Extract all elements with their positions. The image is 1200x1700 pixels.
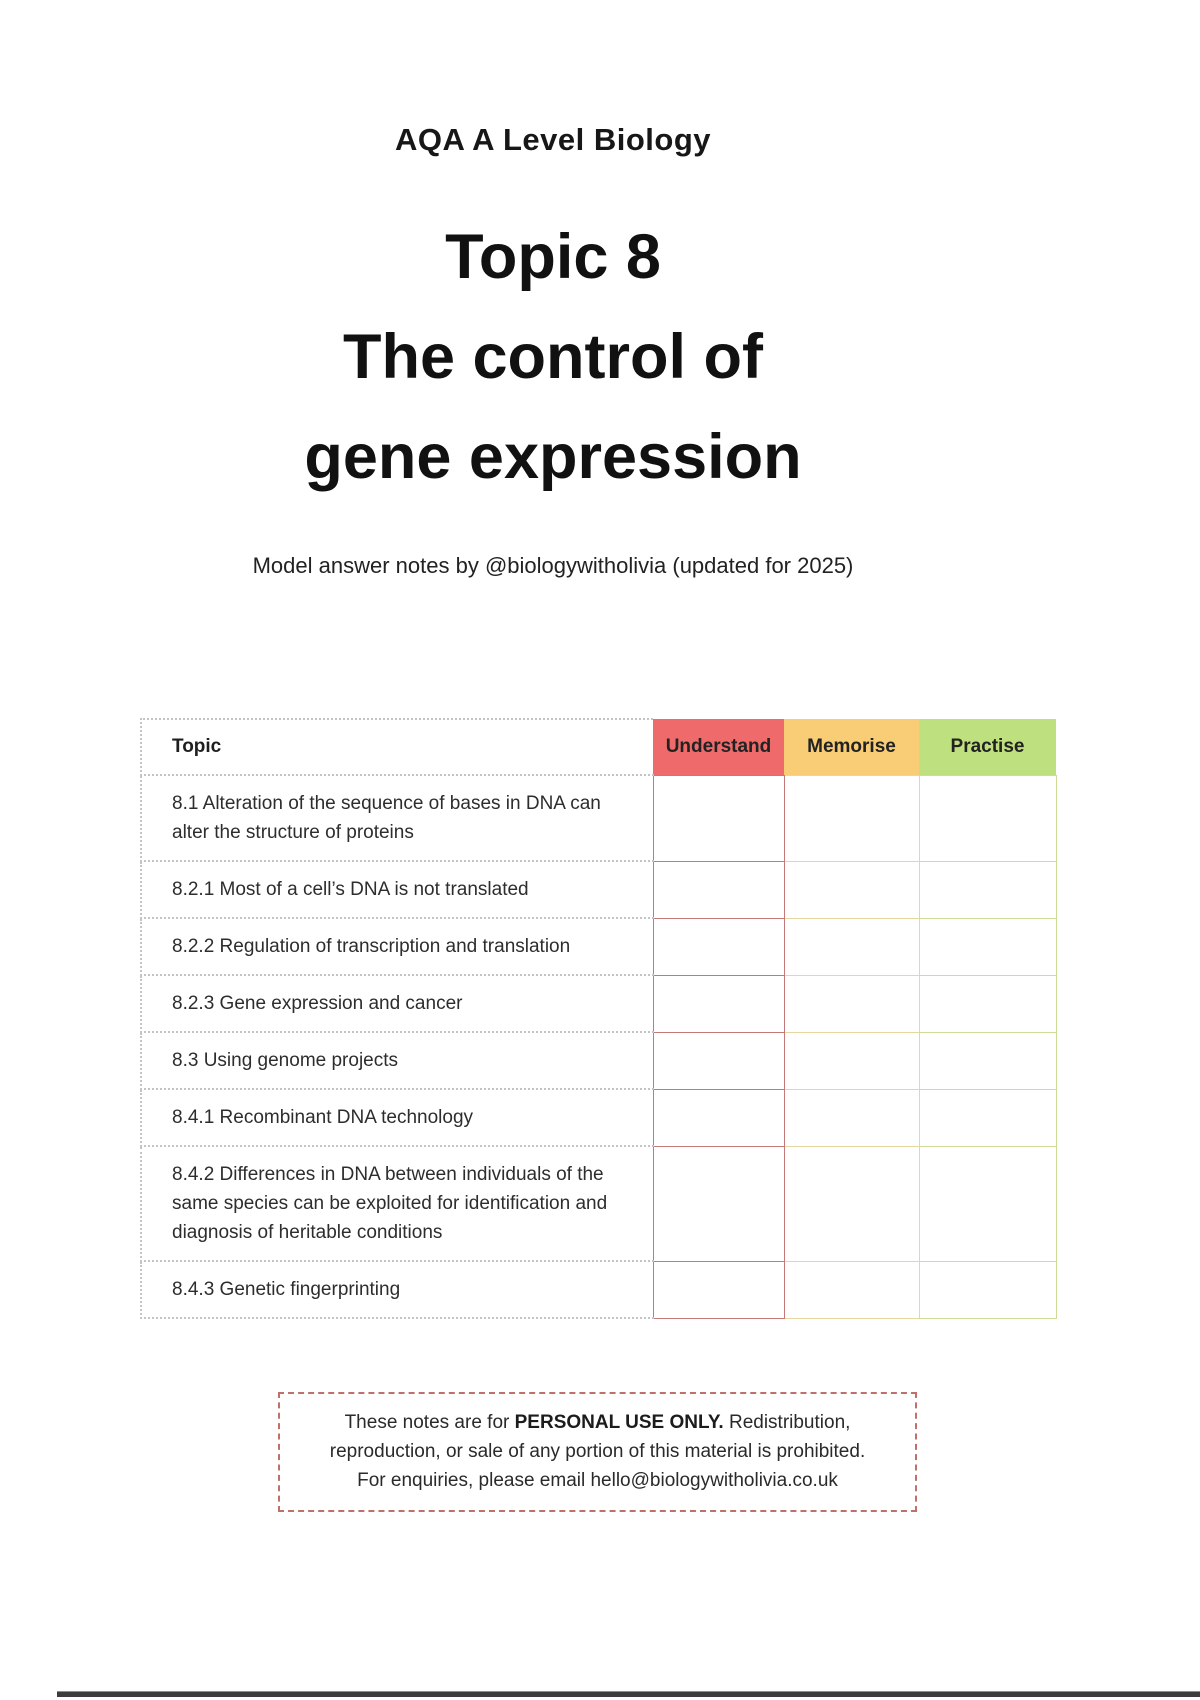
notice-text: These notes are for bbox=[344, 1412, 515, 1433]
practise-tick-cell[interactable] bbox=[918, 774, 1057, 862]
understand-tick-cell[interactable] bbox=[652, 1145, 785, 1262]
table-row: 8.2.3 Gene expression and cancer bbox=[140, 974, 1057, 1033]
topic-cell: 8.4.1 Recombinant DNA technology bbox=[140, 1089, 653, 1147]
understand-tick-cell[interactable] bbox=[652, 1260, 785, 1319]
memorise-tick-cell[interactable] bbox=[783, 1145, 920, 1262]
practise-tick-cell[interactable] bbox=[918, 1145, 1057, 1262]
practise-tick-cell[interactable] bbox=[918, 1260, 1057, 1319]
memorise-column-header: Memorise bbox=[784, 719, 919, 775]
notice-text: Redistribution, bbox=[723, 1412, 851, 1433]
memorise-tick-cell[interactable] bbox=[783, 917, 920, 976]
notice-text: reproduction, or sale of any portion of … bbox=[329, 1441, 866, 1462]
table-row: 8.3 Using genome projects bbox=[140, 1031, 1057, 1090]
memorise-tick-cell[interactable] bbox=[783, 1031, 920, 1090]
understand-tick-cell[interactable] bbox=[652, 917, 785, 976]
table-row: 8.4.1 Recombinant DNA technology bbox=[140, 1088, 1057, 1147]
practise-column-header: Practise bbox=[919, 719, 1056, 775]
topic-cell: 8.4.3 Genetic fingerprinting bbox=[140, 1261, 653, 1319]
table-row: 8.1 Alteration of the sequence of bases … bbox=[140, 774, 1057, 862]
practise-tick-cell[interactable] bbox=[918, 974, 1057, 1033]
usage-notice: These notes are for PERSONAL USE ONLY. R… bbox=[278, 1392, 917, 1512]
understand-tick-cell[interactable] bbox=[652, 1088, 785, 1147]
topic-checklist: Topic Understand Memorise Practise 8.1 A… bbox=[140, 718, 1057, 1319]
topic-cell: 8.2.3 Gene expression and cancer bbox=[140, 975, 653, 1033]
table-row: 8.4.2 Differences in DNA between individ… bbox=[140, 1145, 1057, 1262]
memorise-tick-cell[interactable] bbox=[783, 1088, 920, 1147]
table-row: 8.2.2 Regulation of transcription and tr… bbox=[140, 917, 1057, 976]
checklist-table: Topic Understand Memorise Practise 8.1 A… bbox=[140, 718, 1057, 1319]
topic-cell: 8.2.1 Most of a cell’s DNA is not transl… bbox=[140, 861, 653, 919]
topic-column-header: Topic bbox=[140, 718, 653, 776]
notice-contact-email: For enquiries, please email hello@biolog… bbox=[357, 1470, 838, 1491]
practise-tick-cell[interactable] bbox=[918, 860, 1057, 919]
topic-cell: 8.1 Alteration of the sequence of bases … bbox=[140, 775, 653, 862]
page-title: Topic 8 The control of gene expression bbox=[0, 207, 1106, 507]
next-page-edge bbox=[57, 1691, 1200, 1697]
practise-tick-cell[interactable] bbox=[918, 1088, 1057, 1147]
topic-cell: 8.3 Using genome projects bbox=[140, 1032, 653, 1090]
topic-cell: 8.4.2 Differences in DNA between individ… bbox=[140, 1146, 653, 1262]
memorise-tick-cell[interactable] bbox=[783, 860, 920, 919]
memorise-tick-cell[interactable] bbox=[783, 974, 920, 1033]
exam-board-heading: AQA A Level Biology bbox=[394, 122, 712, 157]
understand-tick-cell[interactable] bbox=[652, 974, 785, 1033]
understand-tick-cell[interactable] bbox=[652, 1031, 785, 1090]
author-subtitle: Model answer notes by @biologywitholivia… bbox=[252, 553, 854, 578]
memorise-tick-cell[interactable] bbox=[783, 1260, 920, 1319]
checklist-header-row: Topic Understand Memorise Practise bbox=[140, 718, 1056, 776]
topic-cell: 8.2.2 Regulation of transcription and tr… bbox=[140, 918, 653, 976]
memorise-tick-cell[interactable] bbox=[783, 774, 920, 862]
page-title-line-1: Topic 8 bbox=[445, 222, 661, 292]
table-row: 8.2.1 Most of a cell’s DNA is not transl… bbox=[140, 860, 1057, 919]
practise-tick-cell[interactable] bbox=[918, 917, 1057, 976]
table-row: 8.4.3 Genetic fingerprinting bbox=[140, 1260, 1057, 1319]
notice-bold-text: PERSONAL USE ONLY. bbox=[514, 1412, 724, 1433]
page-title-line-3: gene expression bbox=[304, 422, 802, 492]
understand-column-header: Understand bbox=[653, 719, 784, 775]
page-title-line-2: The control of bbox=[343, 322, 763, 392]
understand-tick-cell[interactable] bbox=[652, 774, 785, 862]
practise-tick-cell[interactable] bbox=[918, 1031, 1057, 1090]
understand-tick-cell[interactable] bbox=[652, 860, 785, 919]
